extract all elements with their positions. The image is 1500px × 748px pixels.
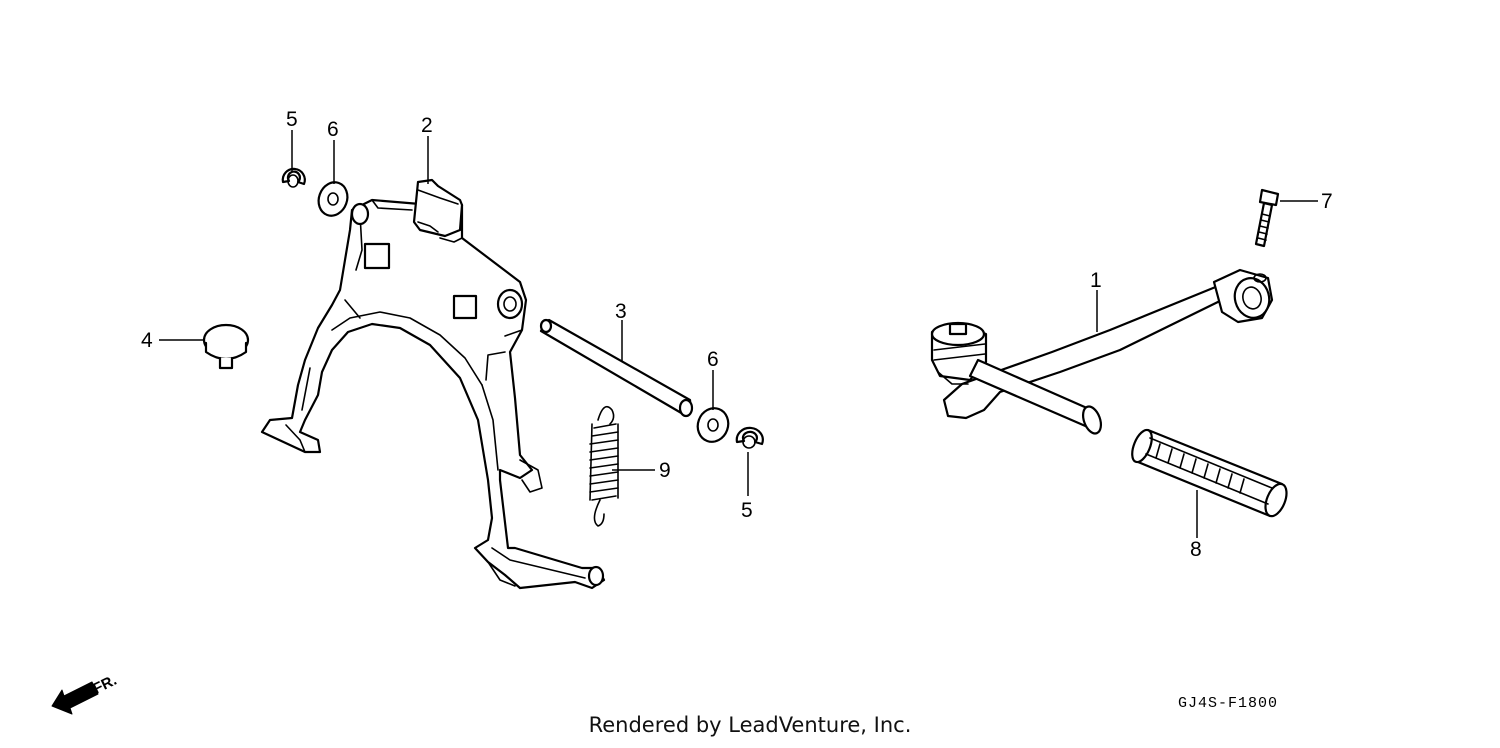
stopper-rubber [202, 323, 250, 370]
clip-lower [735, 426, 764, 449]
callout-5-lower: 5 [741, 499, 753, 522]
stand-shaft [539, 318, 694, 418]
washer-lower [696, 407, 730, 443]
callout-6-upper: 6 [327, 118, 339, 141]
clip-upper [281, 167, 306, 188]
kick-starter-arm [930, 268, 1274, 435]
callout-9: 9 [659, 459, 671, 482]
washer-upper [317, 181, 349, 217]
callout-1: 1 [1090, 269, 1102, 292]
callout-7: 7 [1321, 190, 1333, 213]
front-direction-arrow: FR. [51, 672, 119, 715]
drawing-code: GJ4S-F1800 [1178, 695, 1278, 712]
stand-bracket [412, 178, 464, 238]
stand-spring [589, 405, 619, 527]
callout-6-lower: 6 [707, 348, 719, 371]
callout-labels: 1 2 3 4 5 5 6 6 7 8 9 [141, 108, 1333, 561]
kick-bolt [1254, 188, 1280, 248]
main-stand [260, 198, 606, 590]
credit-line: Rendered by LeadVenture, Inc. [588, 713, 912, 737]
callout-3: 3 [615, 300, 627, 323]
kick-rubber-grip [1131, 428, 1288, 518]
leader-lines [159, 130, 1318, 538]
callout-4: 4 [141, 329, 153, 352]
callout-2: 2 [421, 114, 433, 137]
callout-8: 8 [1190, 538, 1202, 561]
callout-5-upper: 5 [286, 108, 298, 131]
